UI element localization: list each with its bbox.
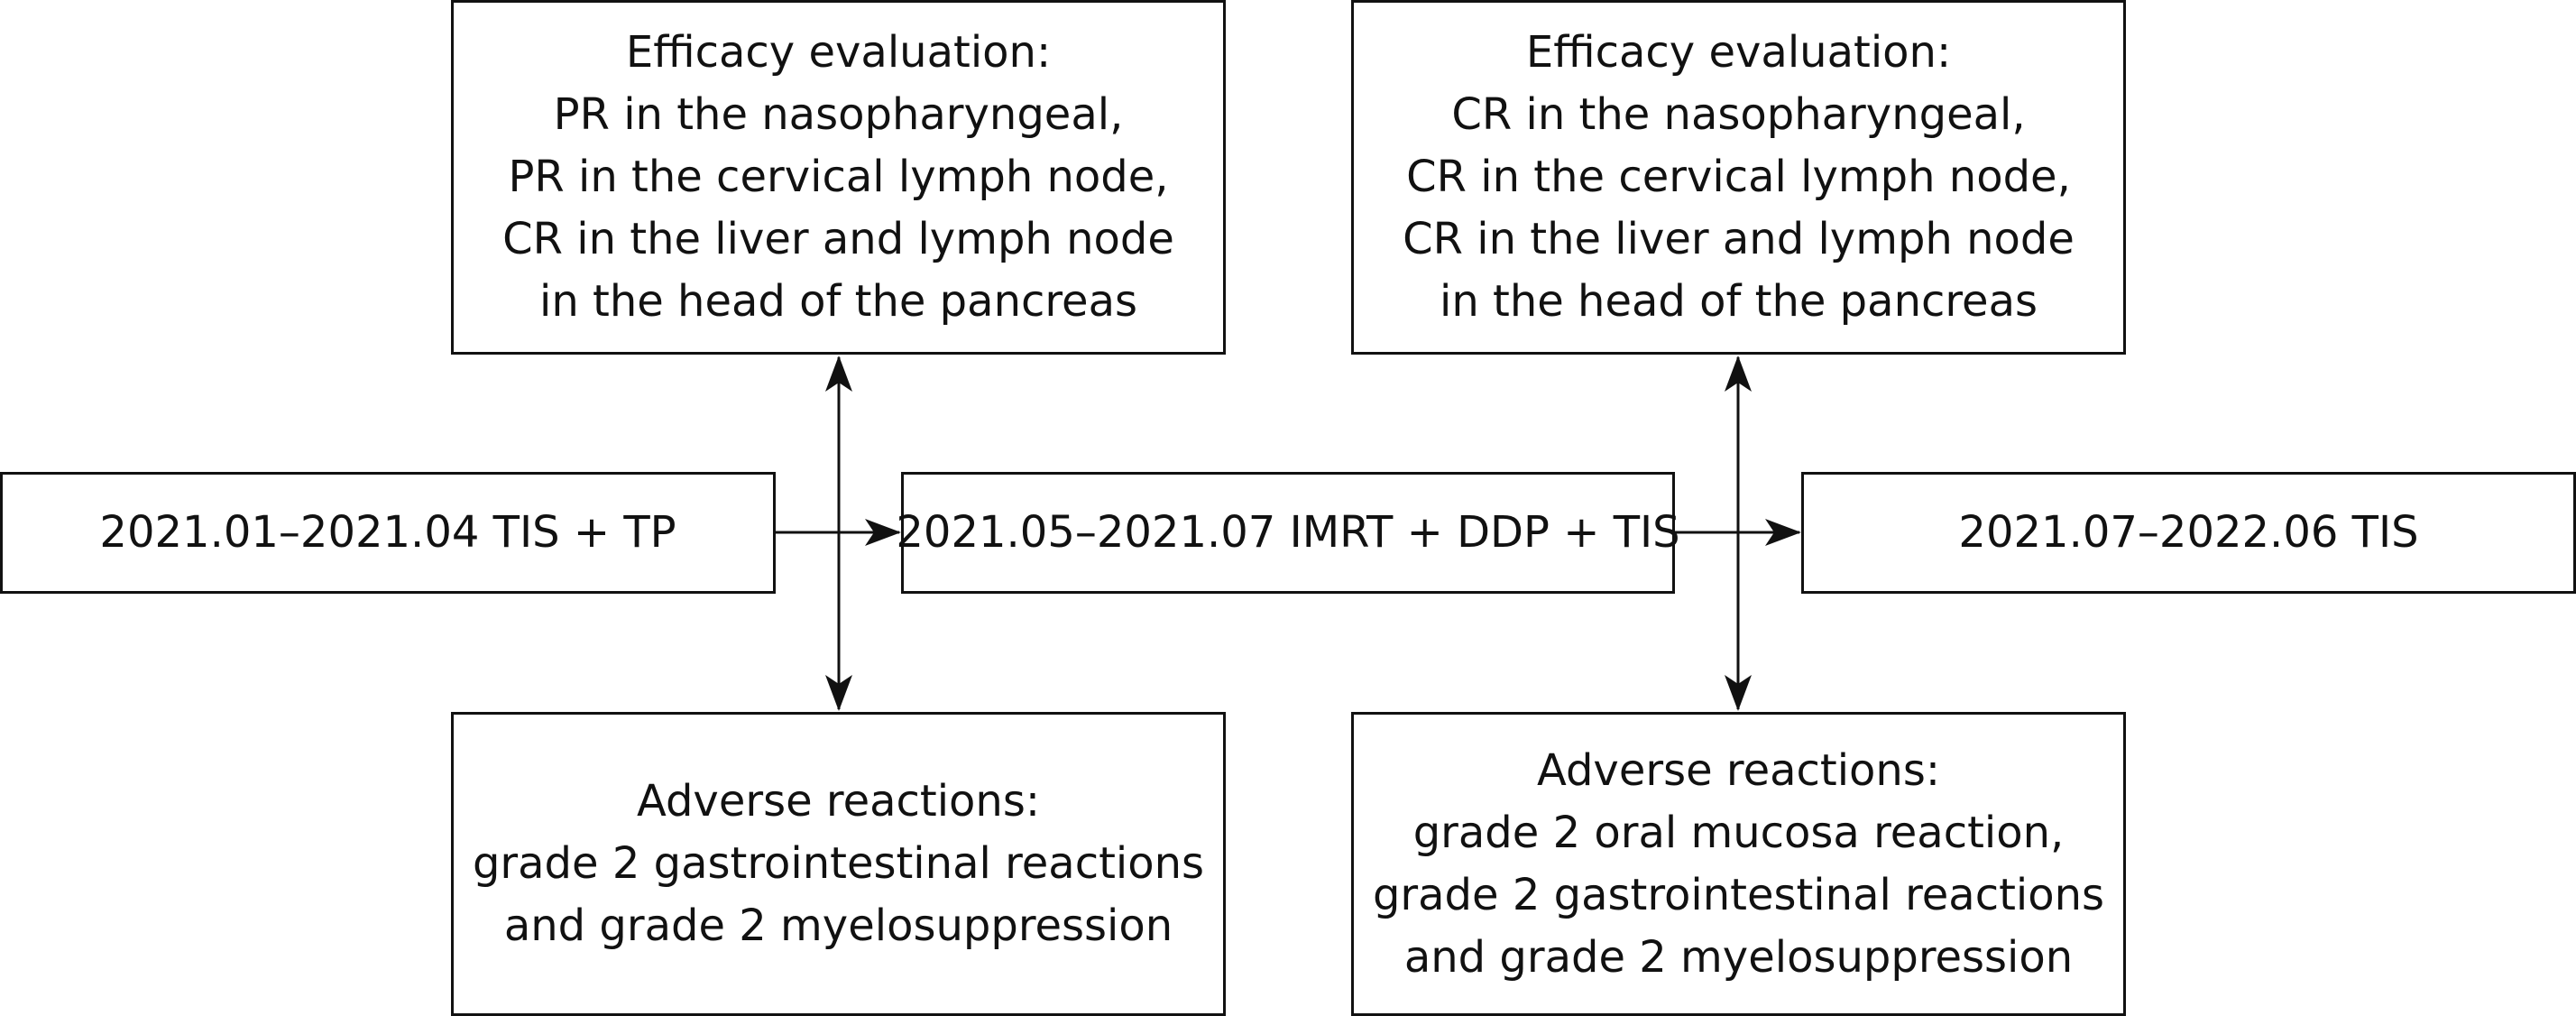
adverse-box-1: Adverse reactions: grade 2 gastrointesti… bbox=[451, 712, 1226, 1016]
efficacy-box-2: Efficacy evaluation: CR in the nasophary… bbox=[1351, 0, 2126, 355]
adverse-line: grade 2 gastrointestinal reactions bbox=[1372, 869, 2105, 920]
phase-box-1: 2021.01–2021.04 TIS + TP bbox=[0, 472, 776, 594]
efficacy-line: Efficacy evaluation: bbox=[1525, 27, 1952, 78]
phase-label: 2021.07–2022.06 TIS bbox=[1958, 507, 2419, 558]
phase-label: 2021.05–2021.07 IMRT + DDP + TIS bbox=[896, 507, 1680, 558]
efficacy-line: CR in the liver and lymph node bbox=[1403, 214, 2075, 264]
adverse-line: grade 2 gastrointestinal reactions bbox=[472, 838, 1205, 889]
efficacy-line: in the head of the pancreas bbox=[1439, 276, 2038, 327]
adverse-line: Adverse reactions: bbox=[1536, 744, 1941, 796]
efficacy-line: CR in the nasopharyngeal, bbox=[1451, 89, 2026, 140]
phase-box-3: 2021.07–2022.06 TIS bbox=[1801, 472, 2576, 594]
efficacy-line: in the head of the pancreas bbox=[538, 276, 1138, 327]
phase-label: 2021.01–2021.04 TIS + TP bbox=[99, 507, 676, 558]
adverse-box-2: Adverse reactions: grade 2 oral mucosa r… bbox=[1351, 712, 2126, 1016]
adverse-line: grade 2 oral mucosa reaction, bbox=[1412, 807, 2065, 858]
adverse-line: and grade 2 myelosuppression bbox=[1403, 931, 2074, 983]
efficacy-line: PR in the cervical lymph node, bbox=[508, 152, 1169, 202]
adverse-line: and grade 2 myelosuppression bbox=[503, 901, 1173, 951]
adverse-line: Adverse reactions: bbox=[636, 776, 1041, 827]
phase-box-2: 2021.05–2021.07 IMRT + DDP + TIS bbox=[896, 472, 1680, 594]
efficacy-line: Efficacy evaluation: bbox=[625, 27, 1052, 78]
efficacy-line: CR in the cervical lymph node, bbox=[1406, 152, 2071, 202]
efficacy-line: PR in the nasopharyngeal, bbox=[553, 89, 1124, 140]
efficacy-box-1: Efficacy evaluation: PR in the nasophary… bbox=[451, 0, 1226, 355]
efficacy-line: CR in the liver and lymph node bbox=[502, 214, 1174, 264]
